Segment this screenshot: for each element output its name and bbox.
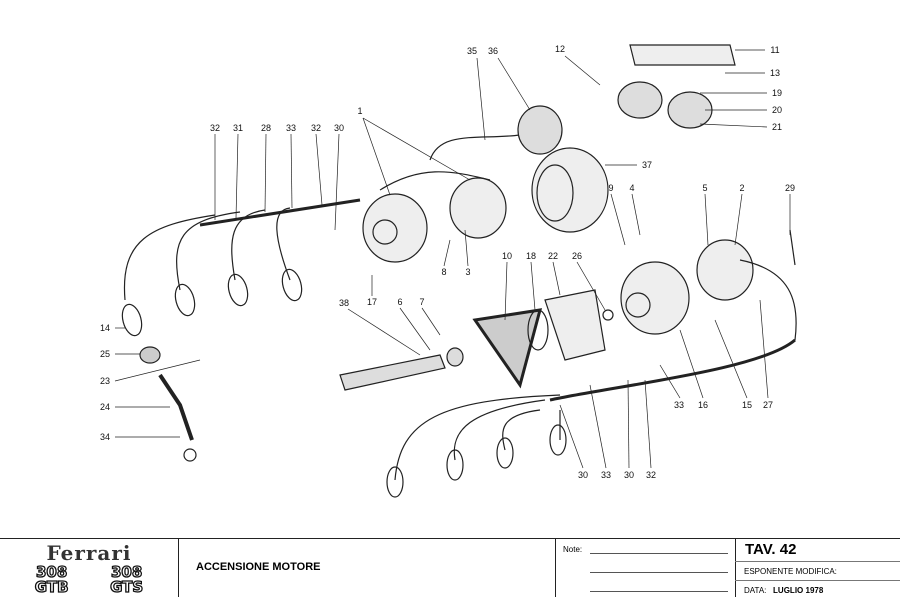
esponente-row: ESPONENTE MODIFICA: (735, 561, 900, 580)
callout-11: 11 (770, 45, 779, 55)
callout-27: 27 (763, 400, 773, 410)
notes-label: Note: (563, 545, 583, 554)
notes-line (590, 591, 728, 592)
callout-26: 26 (572, 251, 582, 261)
callout-35: 35 (467, 46, 477, 56)
callout-16: 16 (698, 400, 708, 410)
callout-13: 13 (770, 68, 780, 78)
callout-10: 10 (502, 251, 512, 261)
data-row: DATA: LUGLIO 1978 (735, 580, 900, 597)
callout-30: 30 (624, 470, 634, 480)
callout-31: 31 (233, 123, 243, 133)
callout-33: 33 (674, 400, 684, 410)
callout-30: 30 (578, 470, 588, 480)
callout-33: 33 (286, 123, 296, 133)
callout-8: 8 (441, 267, 446, 277)
callout-4: 4 (629, 183, 634, 193)
callout-28: 28 (261, 123, 271, 133)
callout-22: 22 (548, 251, 558, 261)
callout-7: 7 (419, 297, 424, 307)
callout-33: 33 (601, 470, 611, 480)
callout-38: 38 (339, 298, 349, 308)
callout-15: 15 (742, 400, 752, 410)
callout-32: 32 (311, 123, 321, 133)
callout-32: 32 (210, 123, 220, 133)
callout-23: 23 (100, 376, 110, 386)
part-drawings (121, 44, 797, 498)
callout-14: 14 (100, 323, 110, 333)
notes-line (590, 553, 728, 554)
info-cell: TAV. 42 ESPONENTE MODIFICA: DATA: LUGLIO… (735, 539, 900, 597)
callout-5: 5 (702, 183, 707, 193)
data-value: LUGLIO 1978 (773, 586, 824, 595)
title-cell: ACCENSIONE MOTORE (178, 539, 556, 597)
callout-9: 9 (608, 183, 613, 193)
callout-19: 19 (772, 88, 782, 98)
callout-37: 37 (642, 160, 652, 170)
table-number: TAV. 42 (745, 541, 797, 558)
notes-line (590, 572, 728, 573)
callout-20: 20 (772, 105, 782, 115)
notes-cell: Note: (555, 539, 736, 597)
callout-17: 17 (367, 297, 377, 307)
callout-6: 6 (397, 297, 402, 307)
diagram-title: ACCENSIONE MOTORE (196, 561, 321, 573)
callout-36: 36 (488, 46, 498, 56)
callout-25: 25 (100, 349, 110, 359)
callout-30: 30 (334, 123, 344, 133)
callout-3: 3 (465, 267, 470, 277)
callout-18: 18 (526, 251, 536, 261)
callout-1: 1 (357, 106, 362, 116)
callout-34: 34 (100, 432, 110, 442)
callout-24: 24 (100, 402, 110, 412)
callout-32: 32 (646, 470, 656, 480)
leader-lines (114, 49, 791, 469)
ferrari-logo: Ferrari (46, 541, 132, 565)
data-label: DATA: (744, 586, 767, 595)
esponente-label: ESPONENTE MODIFICA: (744, 567, 837, 576)
callout-2: 2 (739, 183, 744, 193)
callout-29: 29 (785, 183, 795, 193)
callout-21: 21 (772, 122, 782, 132)
callout-12: 12 (555, 44, 565, 54)
